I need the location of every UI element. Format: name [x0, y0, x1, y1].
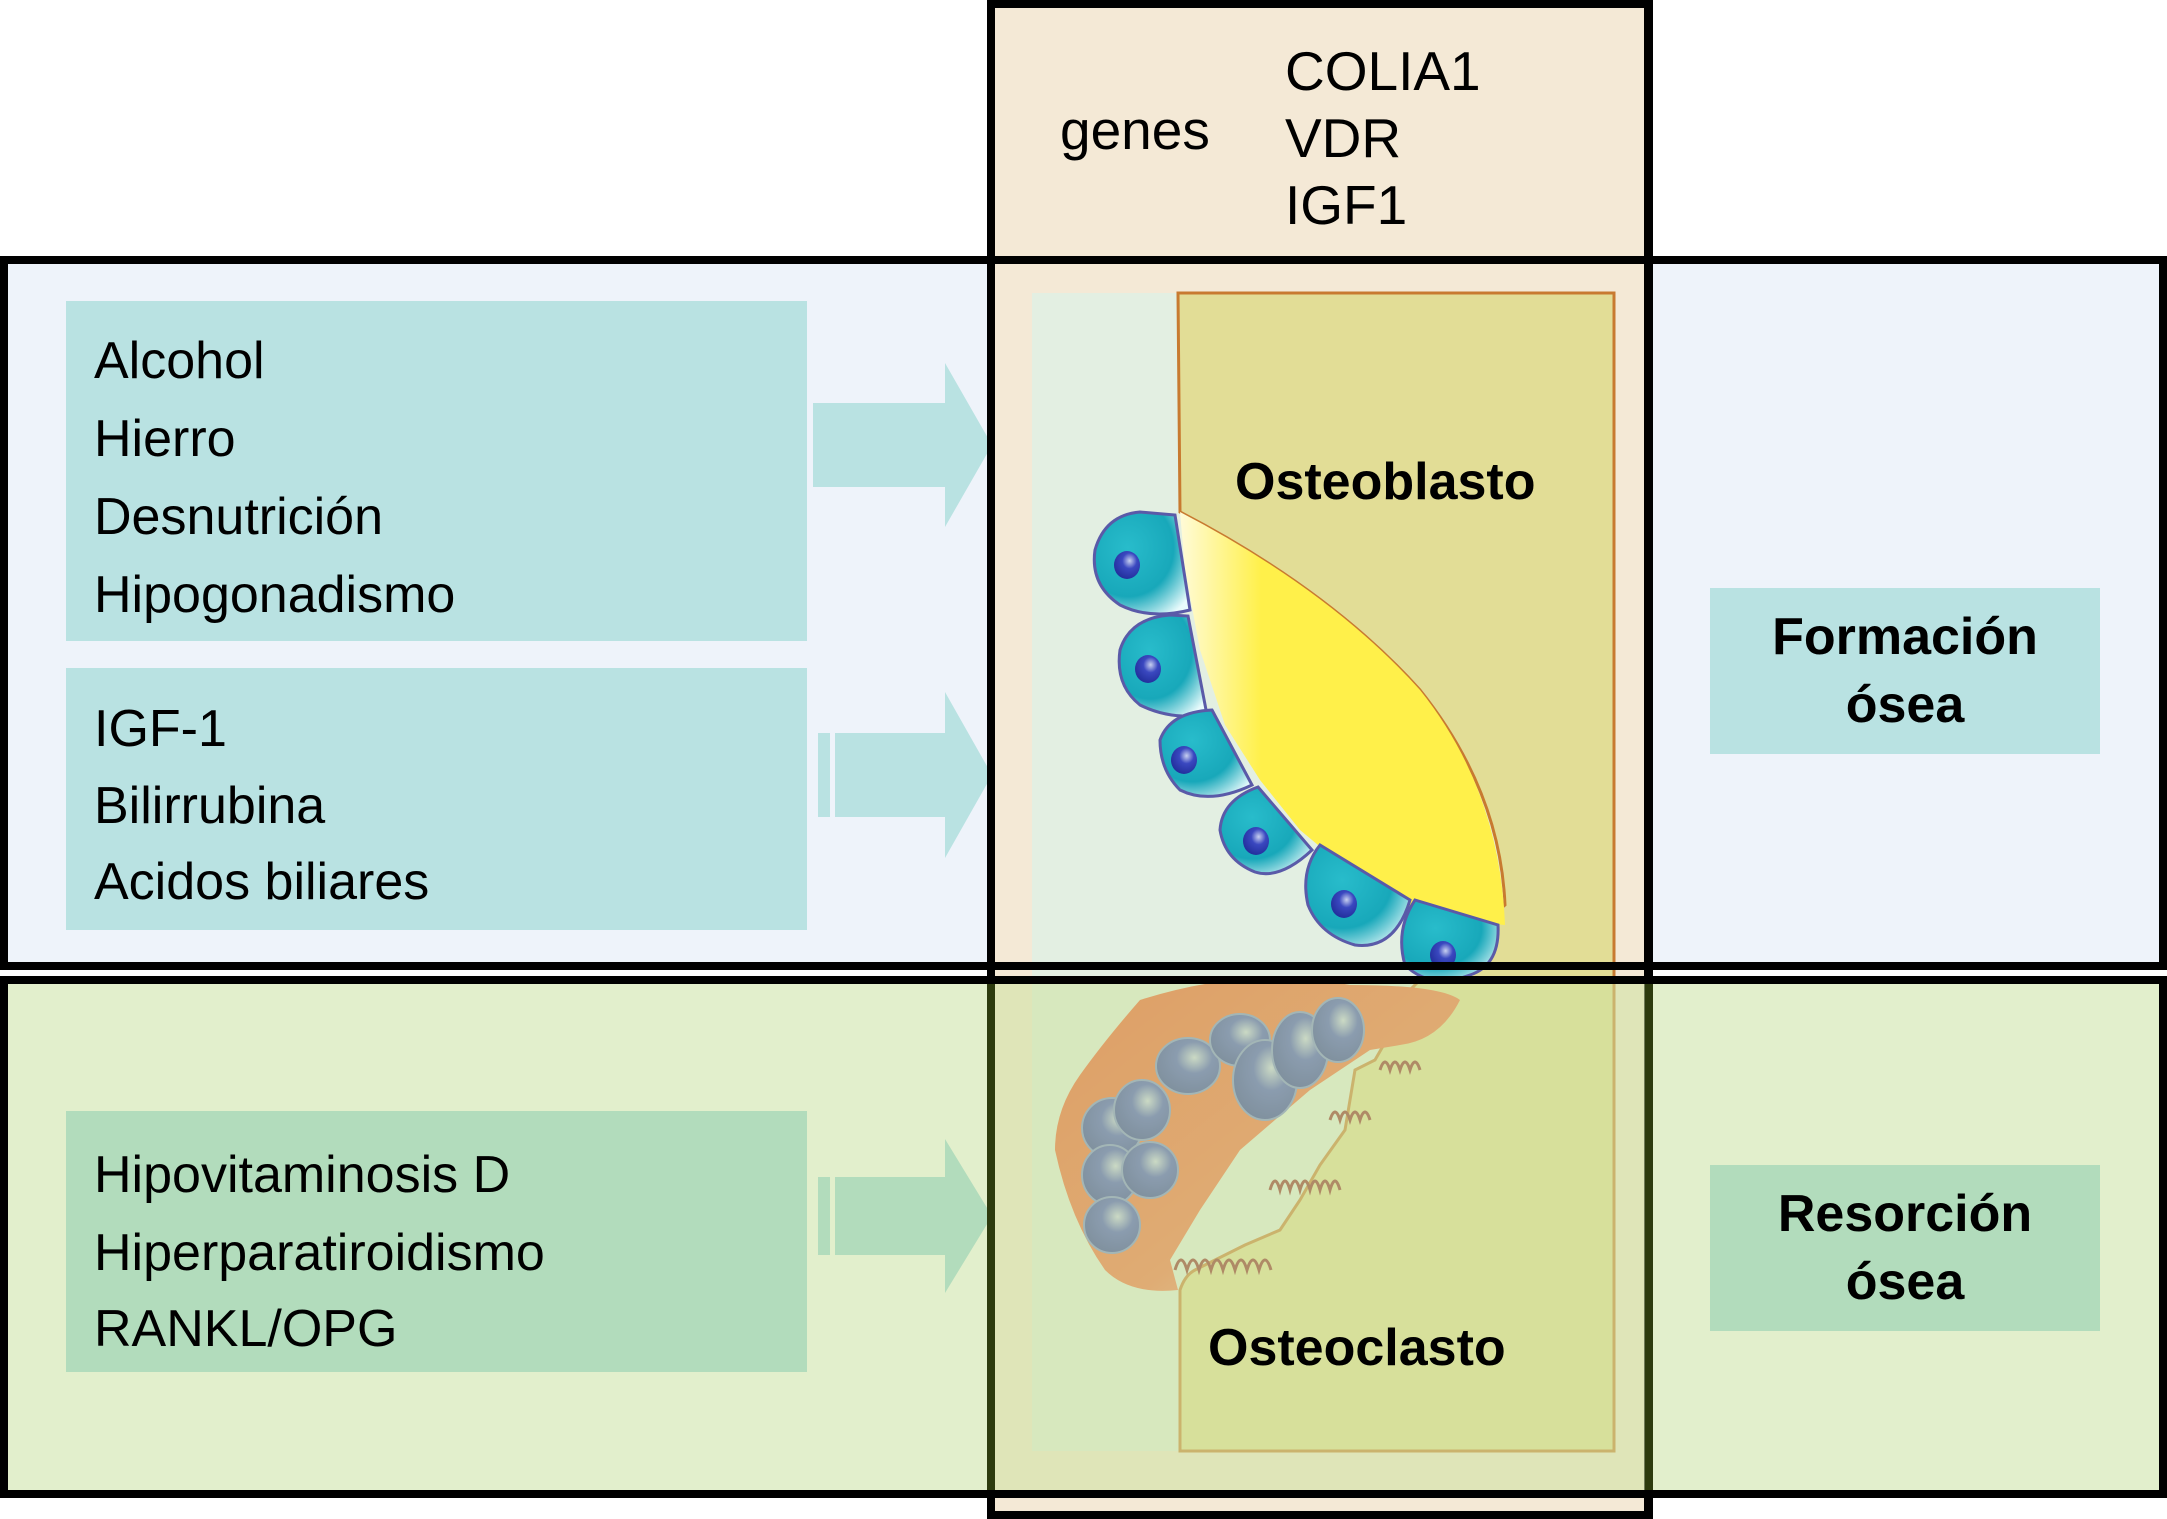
- divider: [987, 1490, 995, 1519]
- nucleus: [1135, 655, 1161, 683]
- nucleus: [1114, 551, 1140, 579]
- bone-formation-label: Formación ósea: [1710, 588, 2100, 754]
- bone-resorption-label: Resorción ósea: [1710, 1165, 2100, 1331]
- osteoblast-label: Osteoblasto: [1235, 453, 1536, 511]
- divider: [0, 976, 2167, 984]
- divider: [0, 962, 2167, 970]
- resorption-factors-box: Hipovitaminosis D Hiperparatiroidismo RA…: [66, 1111, 807, 1372]
- factor-item: IGF-1: [94, 700, 227, 758]
- factor-item: Hipogonadismo: [94, 566, 456, 624]
- gene-list: COLIA1 VDR IGF1: [1285, 38, 1481, 239]
- gene-item: COLIA1: [1285, 40, 1481, 102]
- factor-item: Acidos biliares: [94, 853, 430, 911]
- divider: [987, 0, 995, 984]
- arrow-icon: [818, 692, 992, 858]
- factor-item: RANKL/OPG: [94, 1300, 398, 1358]
- gene-item: VDR: [1285, 107, 1402, 169]
- osteoblast-cell: [1218, 785, 1315, 876]
- divider: [987, 1511, 1652, 1519]
- factor-item: Bilirrubina: [94, 777, 326, 835]
- osteoblast-cells: [1092, 510, 1500, 983]
- resorption-overlay: [995, 984, 1645, 1490]
- outcome-line: ósea: [1845, 676, 1965, 734]
- nucleus: [1171, 746, 1197, 774]
- divider: [0, 256, 2167, 264]
- divider: [1645, 0, 1653, 984]
- outcome-line: Resorción: [1777, 1185, 2033, 1243]
- formation-factors-box-2: IGF-1 Bilirrubina Acidos biliares: [66, 668, 807, 930]
- nucleus: [1243, 827, 1269, 855]
- divider: [0, 1490, 2167, 1498]
- factor-item: Hiperparatiroidismo: [94, 1224, 545, 1282]
- arrow-icon: [813, 363, 992, 527]
- outcome-line: Formación: [1772, 608, 2038, 666]
- factor-item: Desnutrición: [94, 488, 384, 546]
- formation-factors-box-1: Alcohol Hierro Desnutrición Hipogonadism…: [66, 301, 807, 641]
- arrow-icon: [818, 1139, 992, 1293]
- divider: [1645, 1490, 1653, 1519]
- divider: [987, 984, 995, 1490]
- divider: [1645, 984, 1653, 1490]
- divider: [2159, 256, 2167, 970]
- factor-item: Alcohol: [94, 332, 265, 390]
- divider: [0, 256, 8, 970]
- osteoid-seam: [1180, 512, 1505, 925]
- divider: [0, 976, 8, 1498]
- gene-item: IGF1: [1285, 174, 1408, 236]
- osteoblast-cell: [1092, 510, 1192, 616]
- osteoblast-cell: [1158, 708, 1255, 798]
- outcome-line: ósea: [1845, 1253, 1965, 1311]
- nucleus: [1331, 890, 1357, 918]
- divider: [987, 0, 1652, 8]
- osteoclast-label: Osteoclasto: [1208, 1319, 1506, 1377]
- osteoblast-cell: [1304, 843, 1412, 947]
- factor-item: Hipovitaminosis D: [94, 1146, 511, 1204]
- factor-item: Hierro: [94, 410, 236, 468]
- osteoblast-cell: [1117, 613, 1209, 718]
- genes-label: genes: [1060, 99, 1210, 161]
- osteoblast-nuclei: [1114, 551, 1456, 969]
- divider: [2159, 976, 2167, 1498]
